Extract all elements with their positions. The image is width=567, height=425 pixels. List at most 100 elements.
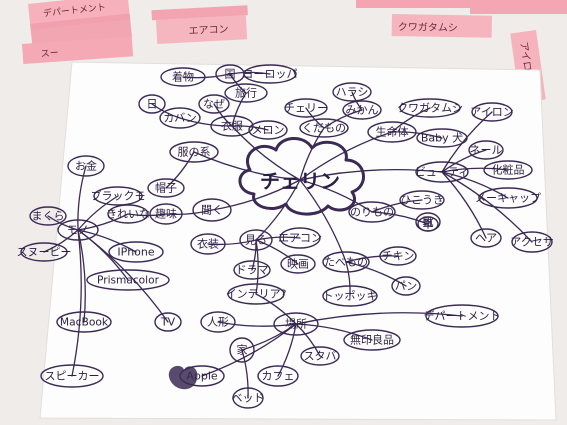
node-label: 聞く: [201, 204, 223, 217]
node-outline: [343, 329, 401, 351]
mindmap-node-kuwagata: クワガタムシ: [397, 98, 463, 118]
node-outline: [138, 94, 166, 114]
mindmap-node-okane: お金: [67, 155, 105, 177]
mindmap-node-kudamono: くだもの: [299, 118, 349, 138]
connector-line: [201, 323, 297, 377]
node-outline: [154, 312, 182, 332]
node-outline: [470, 228, 502, 248]
node-label: ヘア: [475, 232, 497, 245]
node-label: のりもの: [350, 206, 394, 219]
mindmap-node-hair: ヘア: [470, 228, 502, 248]
sticky-note-text: エアコン: [188, 24, 229, 37]
node-outline: [279, 227, 321, 249]
mindmap-node-aircon: エアコン: [278, 227, 322, 249]
node-outline: [210, 115, 254, 137]
node-outline: [332, 82, 372, 102]
node-label: Baby 犬: [421, 131, 463, 145]
mindmap-node-speaker: スピーカー: [40, 364, 104, 388]
node-outline: [56, 311, 112, 333]
node-label: スタバ: [304, 350, 337, 363]
node-label: 国: [225, 68, 236, 81]
node-outline: [257, 365, 299, 387]
mindmap-node-kiku: 聞く: [192, 198, 232, 222]
node-outline: [300, 346, 340, 366]
node-label: チェリー: [284, 102, 328, 115]
node-label: MacBook: [60, 316, 109, 329]
node-label: TV: [160, 316, 176, 329]
apple-scribble-icon: [168, 365, 198, 390]
node-outline: [243, 64, 297, 84]
connector-line: [441, 167, 509, 173]
mindmap-node-ifuku: 衣装: [190, 233, 226, 255]
sticky-note-text: スー: [40, 48, 59, 59]
node-label: デパートメント: [424, 309, 501, 323]
node-outline: [379, 246, 417, 266]
node-label: クワガタムシ: [397, 102, 463, 115]
node-label: Prismacolor: [97, 275, 160, 287]
connector-line: [165, 151, 195, 189]
node-outline: [415, 161, 469, 183]
mindmap-node-naze: なぜ: [198, 94, 230, 114]
node-label: カバン: [163, 112, 197, 125]
node-outline: [478, 187, 538, 209]
mindmap-node-melon: メロン: [248, 120, 288, 140]
node-outline: [20, 242, 68, 262]
node-label: 旅行: [235, 86, 257, 100]
mindmap-node-snoopy: スヌーピー: [17, 242, 72, 262]
mindmap-node-cherry: チェリー: [284, 98, 328, 118]
mindmap-node-ningyo: 人形: [200, 311, 236, 333]
center-topic-cloud: チェリン: [238, 137, 365, 216]
connector-line: [217, 321, 297, 327]
node-outline: [160, 67, 206, 87]
node-label: トッポッキ: [323, 290, 378, 303]
node-label: ハラシ: [336, 86, 369, 99]
node-outline: [40, 364, 104, 388]
mindmap-node-basho: 場所: [273, 312, 319, 336]
node-outline: [299, 118, 349, 138]
node-outline: [224, 83, 268, 103]
connector-line: [371, 211, 429, 225]
connector-line: [231, 92, 247, 127]
node-label: スピーカー: [45, 370, 100, 383]
node-outline: [273, 312, 319, 336]
node-label: アクセサ: [510, 236, 553, 249]
mindmap-node-macbook: MacBook: [56, 311, 112, 333]
node-outline: [399, 190, 445, 210]
node-outline: [149, 203, 183, 225]
connector-line: [207, 239, 257, 246]
mindmap-node-tabemono: たべもの: [322, 251, 370, 273]
connector-line: [255, 239, 259, 295]
node-outline: [367, 121, 417, 143]
connector-line: [231, 125, 301, 181]
connector-line: [391, 131, 443, 139]
node-label: カフェ: [262, 370, 295, 383]
node-outline: [425, 304, 499, 328]
node-label: みかん: [346, 104, 379, 117]
mindmap-node-bed: ベッド: [232, 387, 265, 409]
node-label: 靴: [423, 215, 434, 229]
node-outline: [348, 201, 396, 223]
node-label: スヌーピー: [17, 246, 72, 259]
node-label: お金: [75, 159, 97, 173]
sticky-note: [356, 0, 476, 8]
node-label: 着物: [172, 70, 194, 84]
node-label: 衣服: [221, 119, 243, 133]
mindmap-node-europe: ヨーロッパ: [243, 64, 298, 84]
node-outline: [159, 107, 201, 129]
connector-line: [165, 209, 213, 216]
connector-line: [179, 117, 233, 127]
sticky-note: [470, 0, 567, 14]
node-outline: [342, 100, 382, 120]
node-outline: [239, 229, 273, 251]
node-label: たべもの: [324, 256, 368, 269]
node-outline: [284, 98, 328, 118]
sticky-note: スー: [21, 36, 134, 64]
node-outline: [229, 337, 255, 363]
node-label: 見る: [245, 234, 267, 247]
node-label: メロン: [252, 124, 285, 137]
node-outline: [198, 94, 230, 114]
node-outline: [483, 160, 533, 180]
connector-line: [345, 261, 407, 287]
node-outline: [248, 120, 288, 140]
